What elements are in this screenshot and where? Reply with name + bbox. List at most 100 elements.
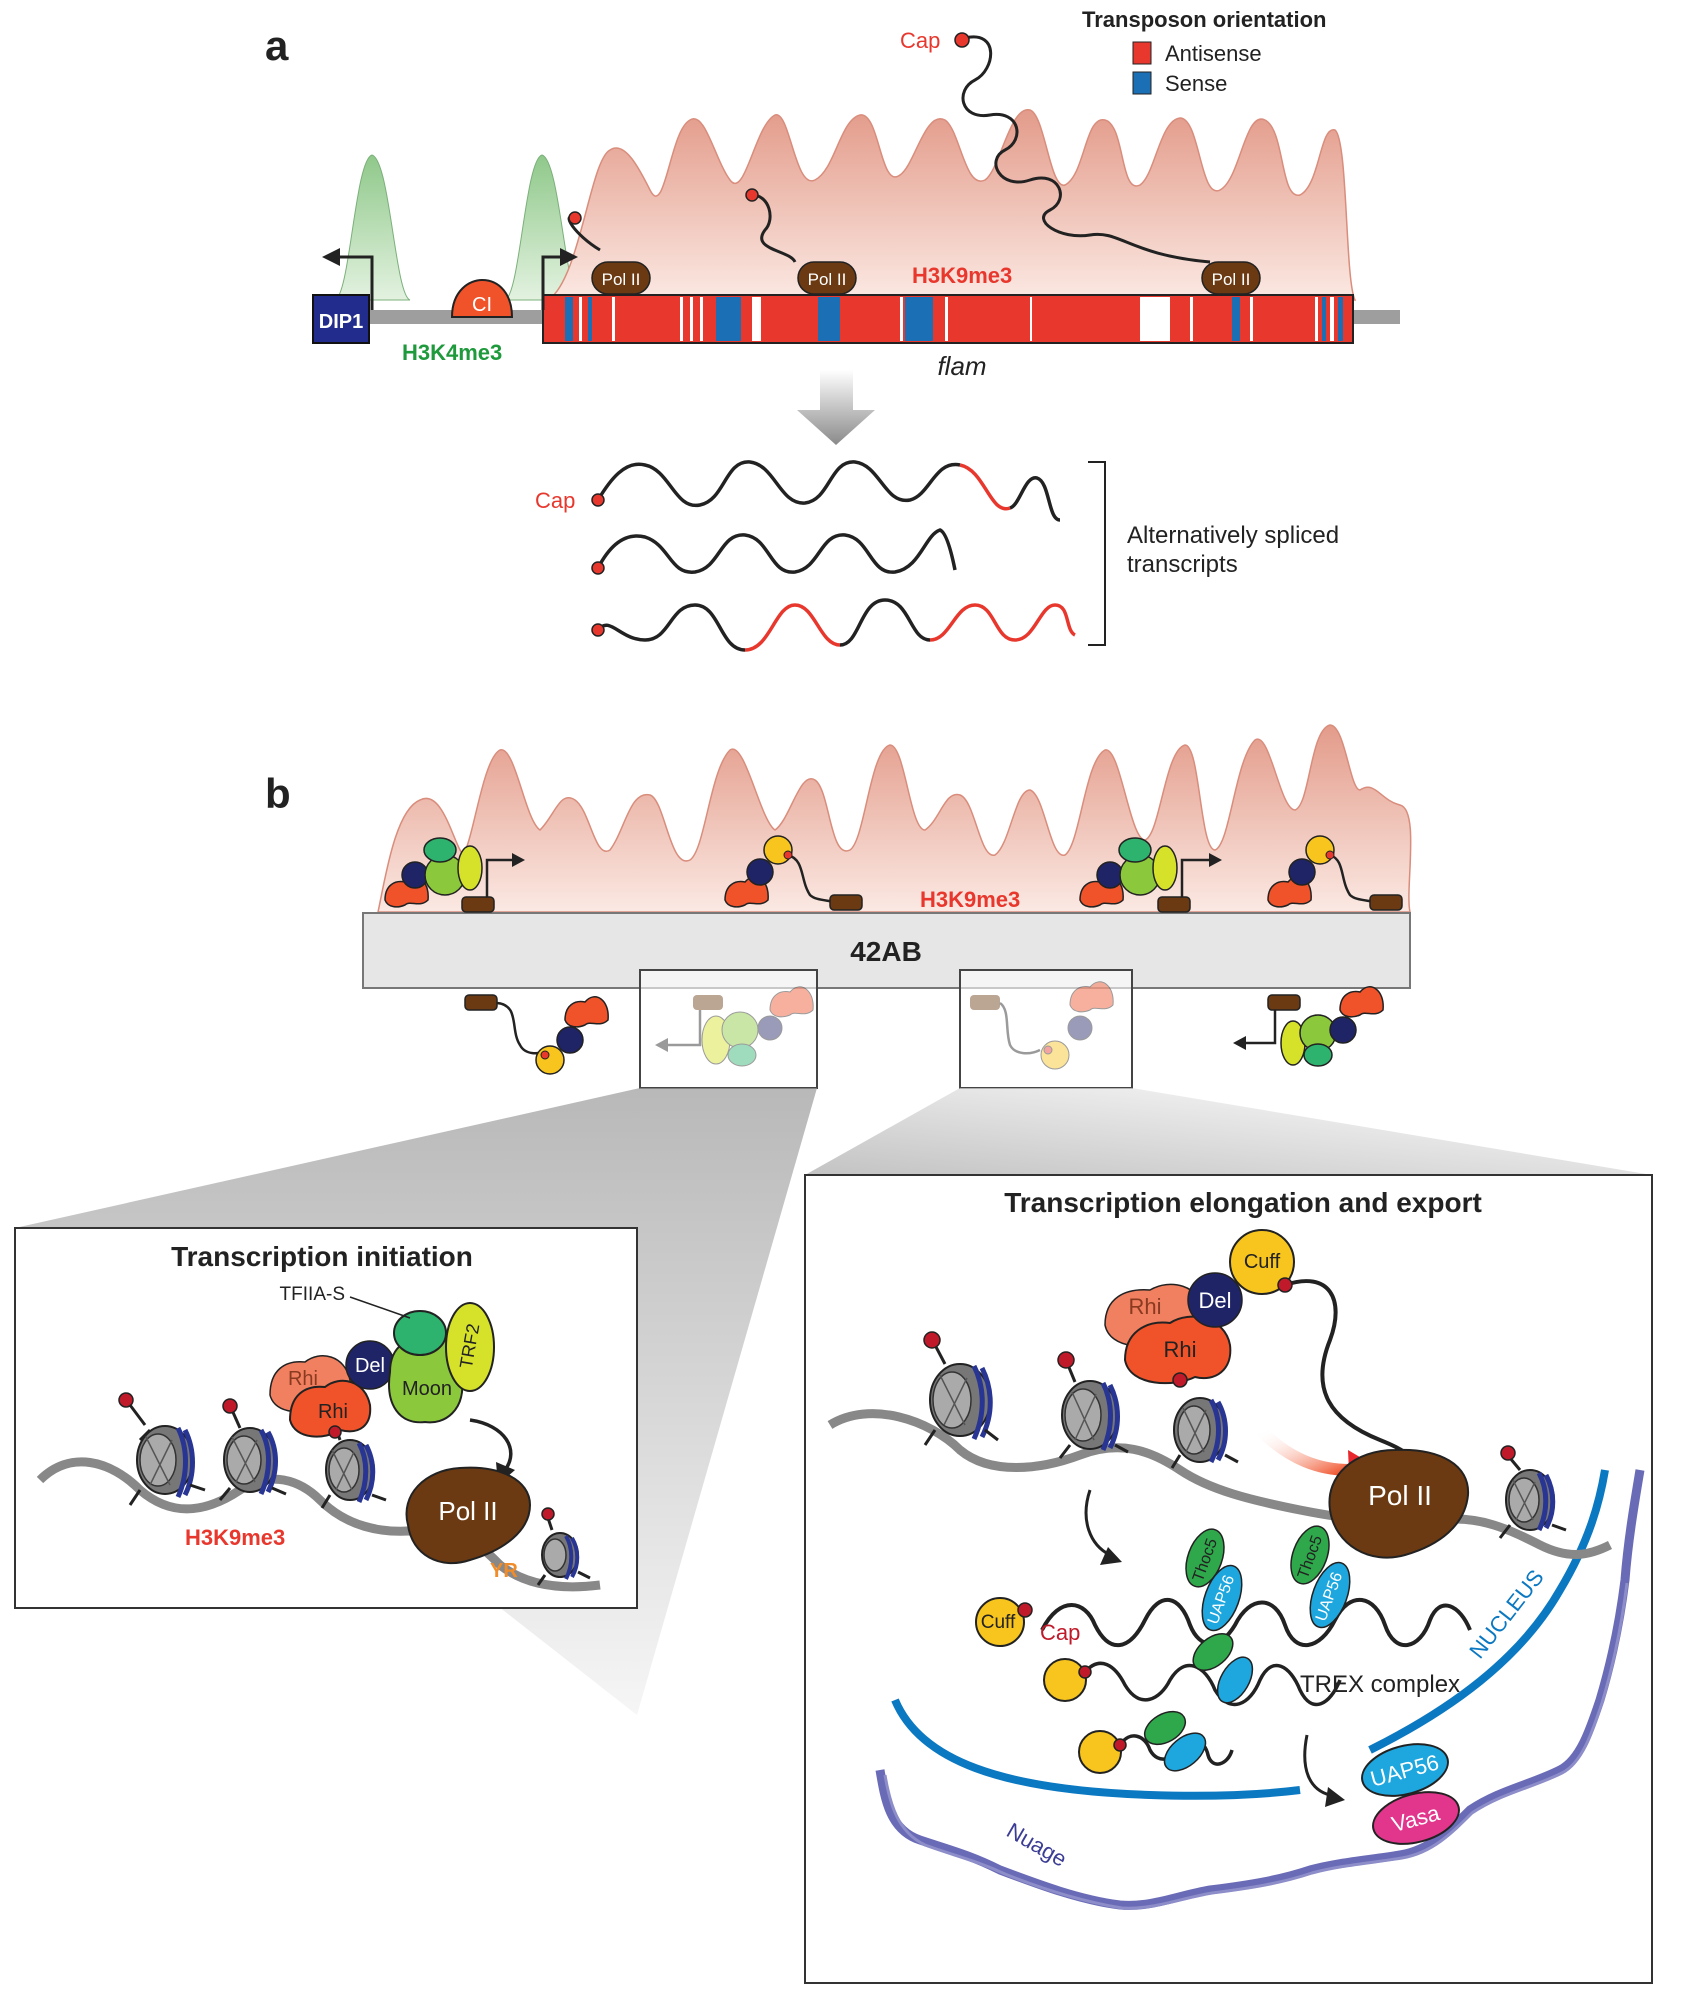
nucleosome-i4 (536, 1507, 591, 1586)
pol2-a-3 (1201, 261, 1261, 295)
rhi-label-elong-front: Rhi (1163, 1337, 1196, 1362)
cuff-transcript-main (975, 1597, 1025, 1647)
nucleosome-i1 (118, 1392, 206, 1506)
yr-label: YR (490, 1560, 518, 1582)
tfiia-leader-line (349, 1296, 411, 1319)
pol2-a-2-label: Pol II (808, 270, 847, 289)
vasa-export (1372, 1791, 1460, 1845)
processing-arrow (797, 370, 875, 445)
initiation-complex-b1 (384, 837, 525, 913)
flam-locus (542, 294, 1354, 344)
cap-dot-3 (954, 32, 970, 48)
rhi-label-elong-back: Rhi (1128, 1294, 1161, 1319)
export-arrowhead (1325, 1787, 1345, 1807)
cuff-label-top: Cuff (1244, 1251, 1281, 1273)
nucleosome-e3 (1170, 1397, 1239, 1469)
cuff-elongation-top (1229, 1229, 1295, 1295)
transcript-secondary-1 (1083, 1661, 1342, 1707)
release-arrow (1084, 1489, 1111, 1557)
pol2-a-1-label: Pol II (602, 270, 641, 289)
cap-dot-main (1017, 1602, 1033, 1618)
movement-arrow-trail (1255, 1425, 1351, 1476)
uap56-1 (1201, 1564, 1243, 1632)
del-label-initiation: Del (355, 1355, 385, 1377)
release-arrowhead (1100, 1547, 1122, 1565)
trex-label: TREX complex (1300, 1671, 1460, 1698)
initiation-complex-b3 (1079, 837, 1222, 913)
pol2-a-1 (591, 261, 651, 295)
dip1-label: DIP1 (319, 311, 363, 333)
h3k4me3-peak-left (334, 154, 411, 301)
thoc5-1 (1185, 1528, 1225, 1588)
nuclear-envelope-left (891, 1698, 1301, 1800)
cap-label-main: Cap (1040, 1620, 1080, 1645)
h3k9me3-label-initiation: H3K9me3 (185, 1525, 285, 1550)
cap-dot-rhi-initiation (328, 1425, 342, 1439)
pol2-elongation (1328, 1448, 1470, 1559)
nucleosome-e2 (1057, 1351, 1129, 1459)
h3k4me3-label: H3K4me3 (402, 340, 502, 365)
zoom-funnel-elongation (805, 1088, 1652, 1175)
elongation-complex-b5 (464, 994, 609, 1075)
dna-strand-initiation (36, 1457, 601, 1592)
cap-dot-transcript-3 (1113, 1738, 1127, 1752)
cap-dot-1 (568, 211, 582, 225)
rhi-dimer-initiation (269, 1355, 372, 1438)
transcript-main-elongation (1040, 1598, 1472, 1647)
elongation-complex-b4 (1267, 835, 1403, 911)
zoom-box-elongation (959, 969, 1133, 1089)
cap-dot-cuff-top (1277, 1277, 1293, 1293)
thoc5-4 (1143, 1710, 1187, 1746)
trf2-initiation (445, 1302, 495, 1392)
locus-42ab-label: 42AB (850, 936, 922, 967)
zoom-box-initiation (639, 969, 818, 1089)
rhi-dimer-elongation (1104, 1283, 1232, 1385)
elongation-complex-b2 (724, 835, 863, 911)
h3k9me3-label-b: H3K9me3 (920, 887, 1020, 912)
nuclear-envelope-right (1368, 1469, 1609, 1754)
rhi-label-back: Rhi (288, 1368, 318, 1390)
spliced-transcript-3 (591, 598, 1077, 652)
h3k9me3-profile-b (377, 724, 1412, 913)
cuff-transcript-2 (1043, 1658, 1087, 1702)
panel-a-label: a (265, 22, 289, 69)
legend-label-sense: Sense (1165, 71, 1227, 96)
transcripts-bracket (1088, 461, 1106, 646)
pol2-elongation-label: Pol II (1368, 1480, 1432, 1511)
nuage-border-inner (883, 1582, 1629, 1910)
panel-b-label: b (265, 770, 291, 817)
flam-label: flam (937, 351, 986, 381)
transcripts-label-line1: Alternatively spliced (1127, 522, 1339, 549)
initiation-complex-b6 (1233, 986, 1384, 1067)
cuff-transcript-3 (1078, 1730, 1122, 1774)
cuff-label-main: Cuff (981, 1612, 1016, 1633)
uap56-4 (1163, 1732, 1207, 1772)
export-arrow (1303, 1734, 1331, 1797)
spliced-transcript-1 (591, 460, 1061, 522)
tfiia-label: TFIIA-S (280, 1284, 345, 1305)
cap-dot-rhi-elongation (1172, 1372, 1188, 1388)
thoc5-3 (1192, 1632, 1234, 1672)
pol2-a-3-label: Pol II (1212, 270, 1251, 289)
nucleosome-e1 (923, 1331, 999, 1446)
legend-title: Transposon orientation (1082, 7, 1326, 32)
ci-factor (450, 278, 514, 318)
ci-label: CI (472, 294, 492, 316)
nucleosome-e4 (1498, 1445, 1567, 1539)
tfiia-initiation (393, 1310, 447, 1356)
transcripts-label-line2: transcripts (1127, 551, 1238, 578)
moon-label: Moon (402, 1378, 452, 1400)
inset-elongation-title: Transcription elongation and export (1004, 1187, 1482, 1218)
nucleosome-i2 (218, 1398, 287, 1501)
legend-swatch-antisense (1132, 41, 1152, 65)
rhi-label-front: Rhi (318, 1401, 348, 1423)
cap-label-transcripts: Cap (535, 488, 575, 513)
del-label-elongation: Del (1198, 1288, 1231, 1313)
nascent-rna-3 (961, 35, 1211, 264)
legend-swatch-sense (1132, 71, 1152, 95)
pol2-initiation (405, 1466, 532, 1565)
dna-strand-elongation (827, 1409, 1613, 1559)
uap56-3 (1216, 1656, 1254, 1704)
recruit-arrow-initiation (469, 1418, 513, 1472)
